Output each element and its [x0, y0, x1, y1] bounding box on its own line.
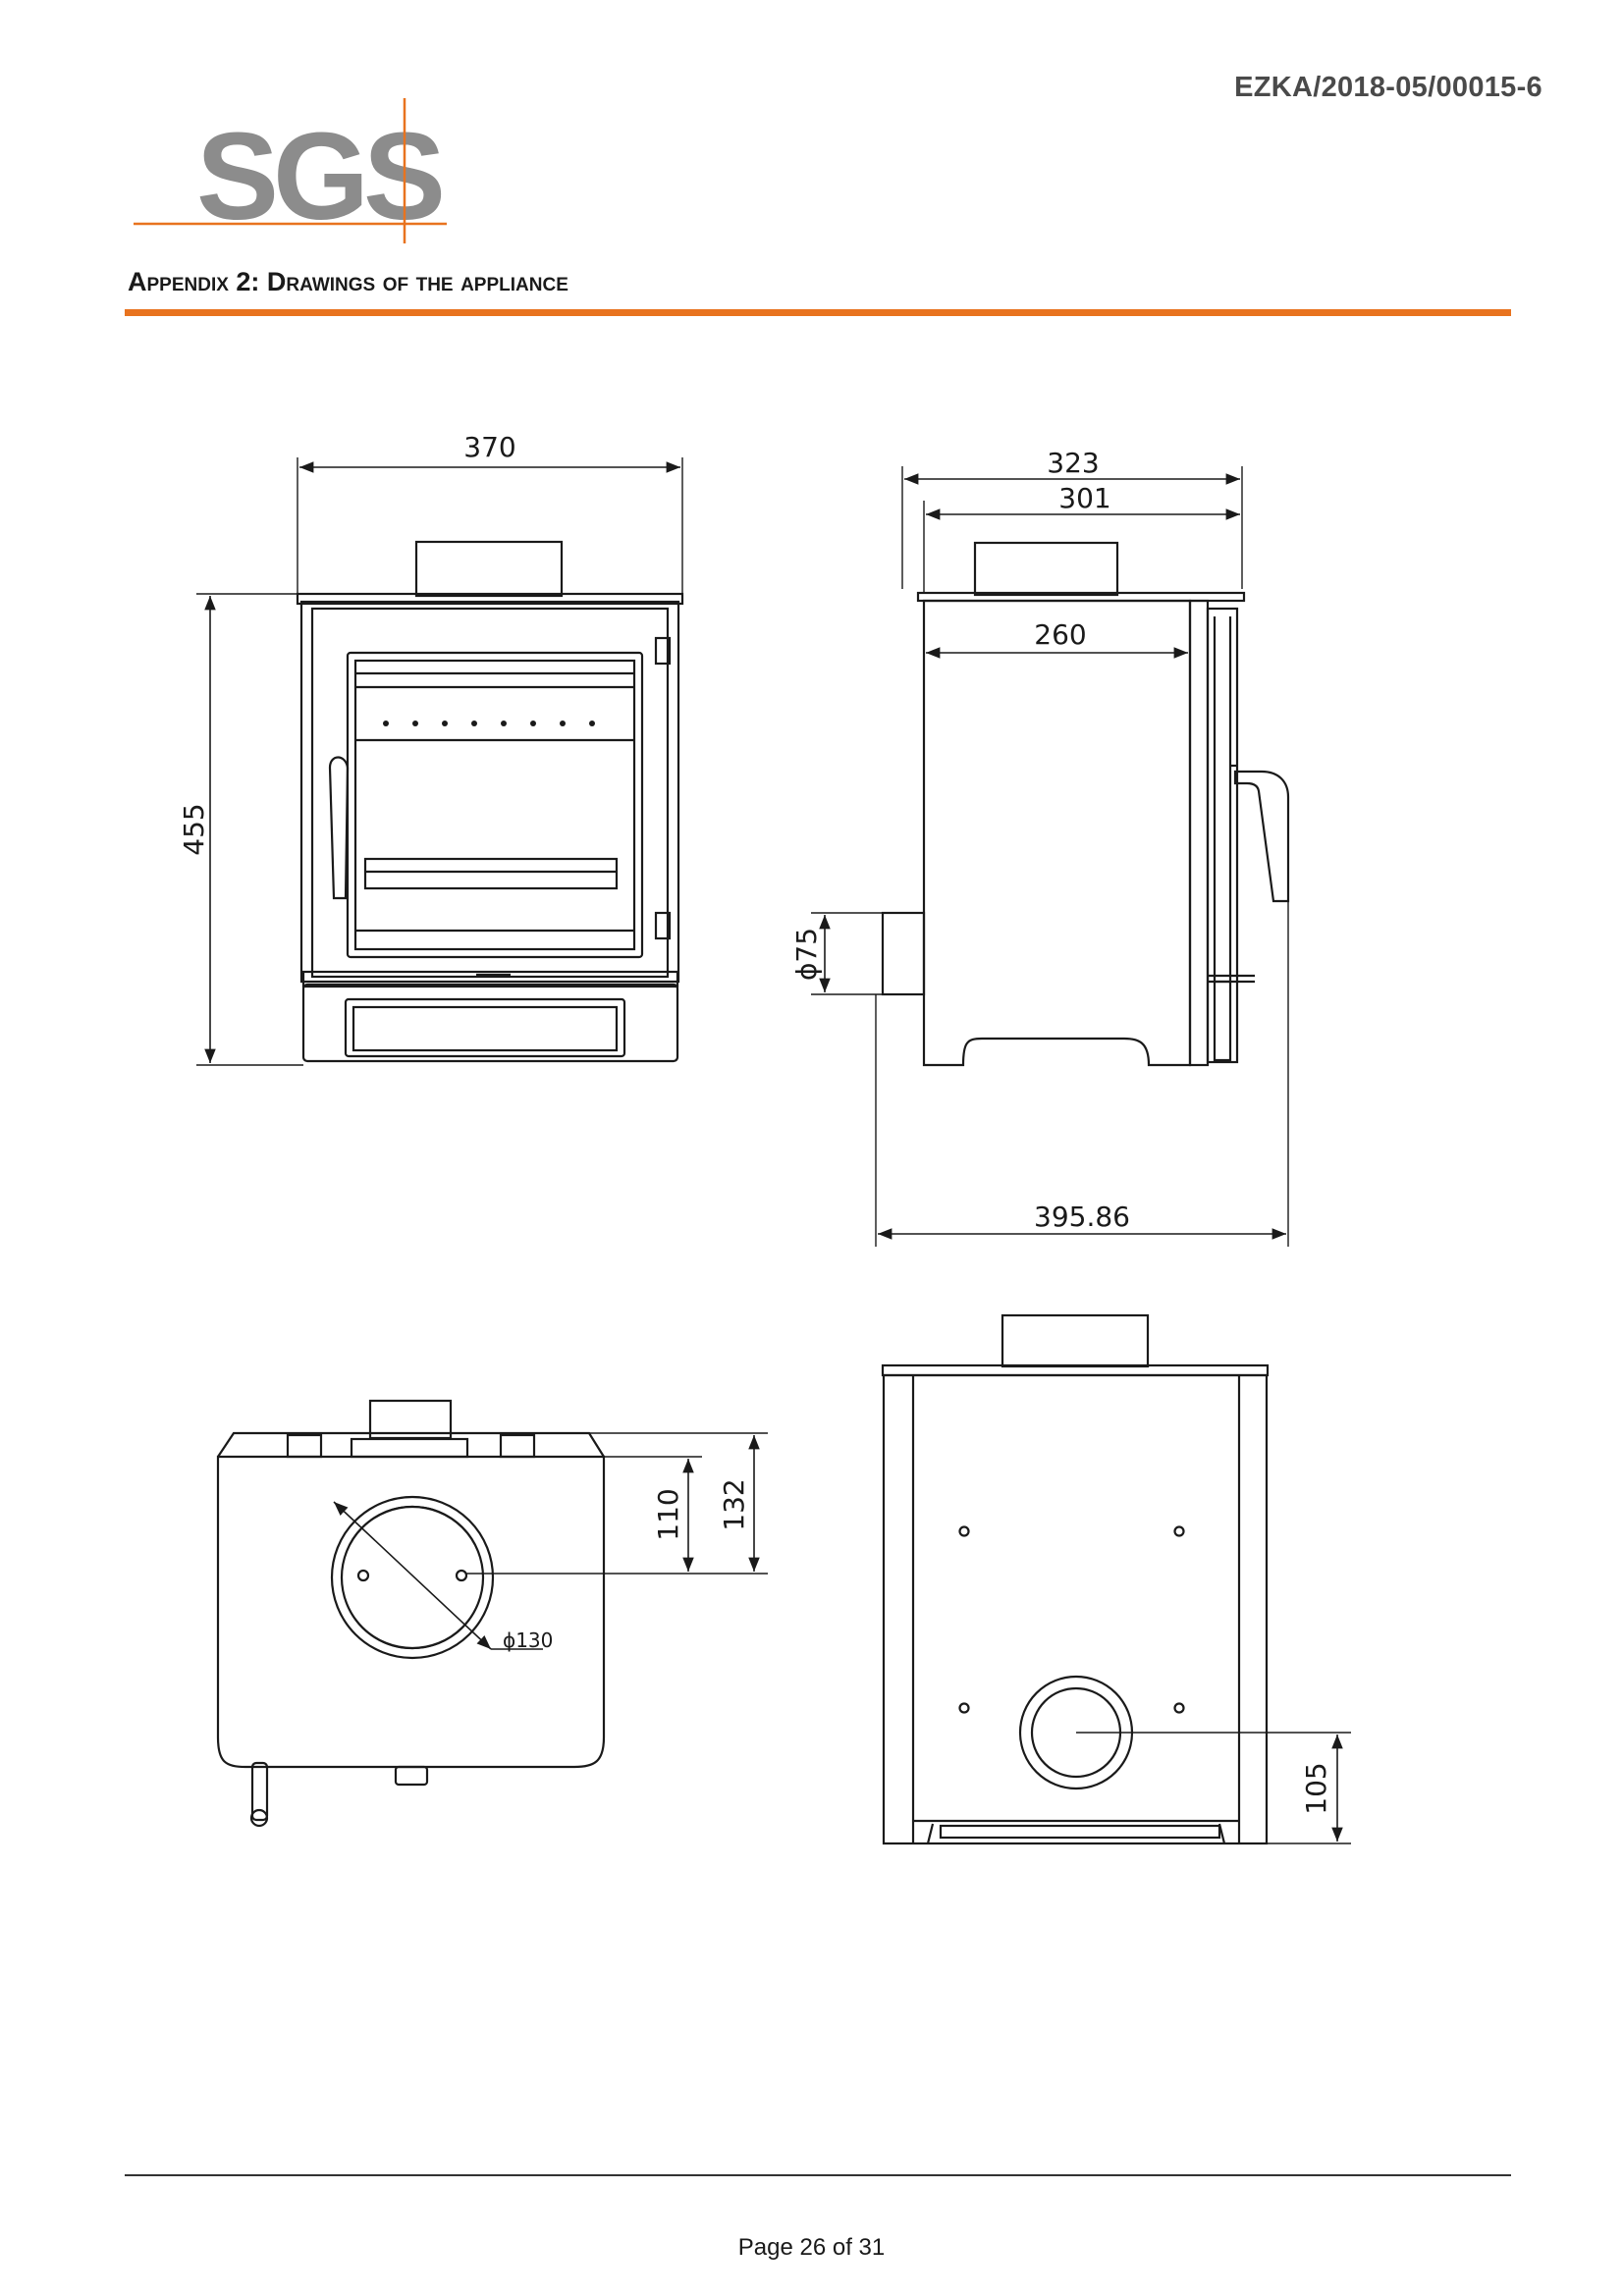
dim-side-body-depth: 301: [1058, 482, 1110, 514]
sgs-logo: SGS: [134, 98, 448, 245]
dim-side-overall-depth: 395.86: [1034, 1201, 1130, 1233]
dim-front-width: 370: [463, 431, 515, 463]
dim-rear-flue-height: 105: [1300, 1762, 1332, 1814]
section-title: Appendix 2: Drawings of the appliance: [128, 267, 568, 296]
front-view: 370 455: [178, 431, 684, 1066]
dim-side-outer-depth: 323: [1047, 447, 1099, 479]
sgs-logo-text: SGS: [196, 107, 442, 245]
page-number: Page 26 of 31: [737, 2234, 886, 2261]
side-door-handle: [1233, 770, 1290, 903]
dim-top-flue-diameter: ϕ130: [503, 1629, 553, 1652]
airwash-holes: [383, 721, 595, 726]
top-view: ϕ130 110 132: [216, 1399, 768, 1828]
rear-view: 105: [881, 1313, 1351, 1845]
dim-side-inner-depth: 260: [1034, 618, 1086, 651]
front-door-handle: [328, 756, 350, 900]
footer-divider: [125, 2174, 1511, 2176]
dim-top-offset-small: 110: [652, 1488, 684, 1540]
section-divider: [125, 309, 1511, 316]
report-number: EZKA/2018-05/00015-6: [1234, 72, 1542, 103]
dim-top-offset-large: 132: [718, 1478, 750, 1530]
dim-front-height: 455: [178, 803, 210, 855]
dim-side-flue-diameter: ϕ75: [790, 928, 823, 981]
side-view: 323 301 260 ϕ75 395.86: [790, 447, 1290, 1247]
